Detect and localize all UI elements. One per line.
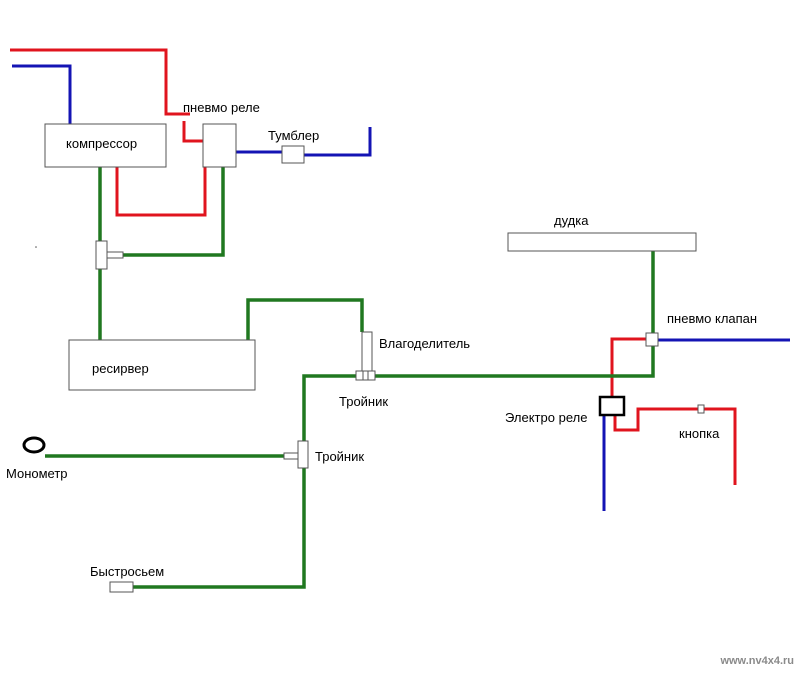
red-wire-valve xyxy=(610,337,650,397)
blue-wire-supply xyxy=(12,64,72,124)
tee-lower-branch xyxy=(283,452,299,460)
label-manometer: Монометр xyxy=(6,466,68,481)
horn-box xyxy=(507,232,697,252)
tee-compressor-stem xyxy=(95,240,108,270)
air-line-tee-valve xyxy=(375,346,655,378)
air-line-quick-release xyxy=(133,468,306,589)
label-quick-release: Быстросьем xyxy=(90,564,165,579)
label-tee-lower: Тройник xyxy=(315,449,365,464)
button-box xyxy=(697,404,705,414)
label-electro-relay: Электро реле xyxy=(505,410,588,425)
red-wire-compressor-relay xyxy=(115,167,207,217)
receiver-box xyxy=(68,339,256,391)
label-pneumo-relay: пневмо реле xyxy=(183,100,260,115)
watermark: www.nv4x4.ru xyxy=(720,655,794,667)
air-line-receiver-separator xyxy=(246,298,364,340)
pneumo-relay-box xyxy=(202,123,237,168)
label-button: кнопка xyxy=(679,426,720,441)
red-wire-relay-loop-lower xyxy=(613,407,698,432)
air-line-relay-tee xyxy=(123,167,225,257)
label-receiver: ресирвер xyxy=(92,361,149,376)
label-horn: дудка xyxy=(554,213,589,228)
label-toggle-switch: Тумблер xyxy=(268,128,320,143)
manometer-gauge-icon xyxy=(22,436,46,454)
moisture-separator-box xyxy=(361,331,373,372)
electro-relay-box xyxy=(598,395,626,417)
label-pneumo-valve: пневмо клапан xyxy=(667,311,758,326)
air-line-tee-to-tee xyxy=(302,374,356,444)
label-moisture-separator: Влагоделитель xyxy=(379,336,471,351)
red-wire-button xyxy=(704,407,737,485)
compressor-box xyxy=(44,123,167,168)
stray-dot xyxy=(35,246,37,248)
label-tee-upper: Тройник xyxy=(339,394,389,409)
tee-upper-body xyxy=(355,370,376,381)
green-air-lines xyxy=(45,167,655,589)
red-wire-relay-loop xyxy=(182,121,203,143)
red-wires xyxy=(10,48,737,485)
toggle-switch-box xyxy=(281,145,305,164)
blue-wire-toggle-out xyxy=(304,127,372,157)
pneumo-valve-box xyxy=(645,332,659,347)
label-compressor: компрессор xyxy=(66,136,138,151)
blue-wires xyxy=(12,64,790,511)
tee-compressor-branch xyxy=(106,251,124,259)
tee-lower-stem xyxy=(297,440,309,469)
red-wire-supply xyxy=(10,48,190,116)
quick-release-box xyxy=(109,581,134,593)
